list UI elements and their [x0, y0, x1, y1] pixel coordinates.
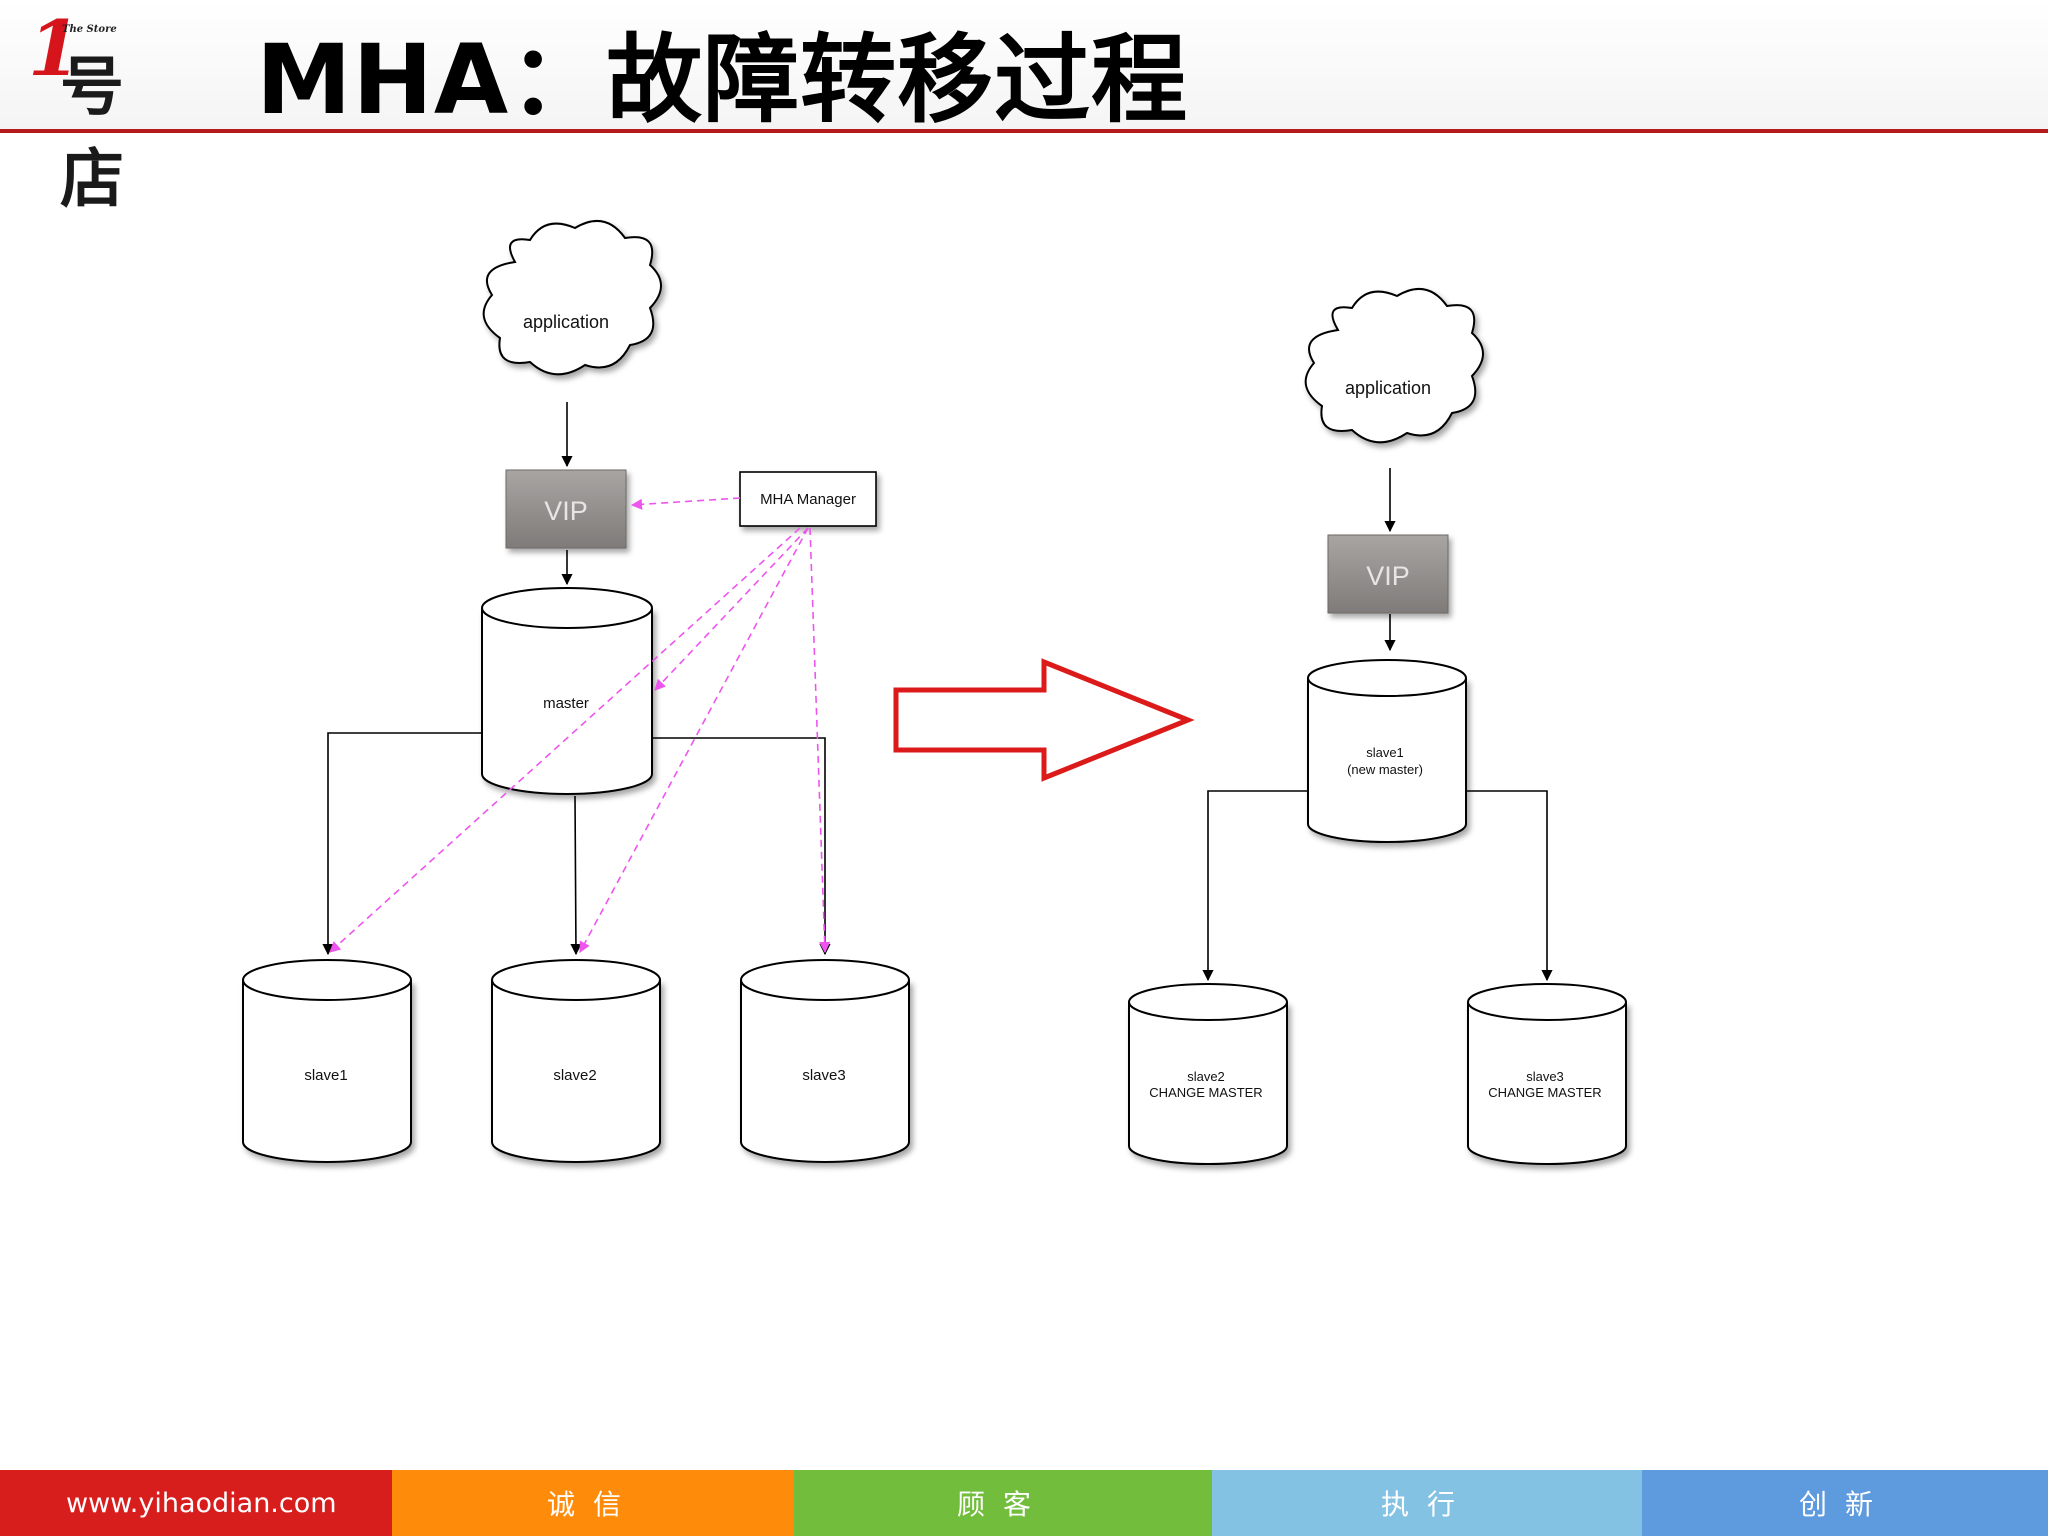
- mha-manager-box: MHA Manager: [739, 471, 877, 527]
- mha-manager-label: MHA Manager: [760, 491, 856, 508]
- new-master-role: (new master): [1347, 762, 1423, 777]
- vip-label-after: VIP: [1366, 561, 1410, 591]
- master-db: master: [481, 587, 653, 795]
- transition-arrow: [893, 658, 1195, 782]
- slave3-after-name: slave3: [1526, 1069, 1564, 1084]
- logo-tagline: The Store: [62, 24, 117, 35]
- application-cloud: application: [482, 219, 662, 376]
- slave2-after-action: CHANGE MASTER: [1149, 1085, 1262, 1100]
- footer-value-customer: 顾客: [794, 1470, 1212, 1536]
- after-failover-topology: application VIP slave1 (new master) slav…: [1128, 287, 1627, 1165]
- footer-bar: www.yihaodian.com 诚信 顾客 执行 创新: [0, 1470, 2048, 1536]
- master-label: master: [543, 695, 589, 712]
- slave3-db-after: slave3 CHANGE MASTER: [1467, 983, 1627, 1165]
- footer-value-innovation: 创新: [1642, 1470, 2048, 1536]
- store-logo[interactable]: 1 The Store 号店: [22, 4, 162, 217]
- logo-number: 1: [28, 4, 81, 93]
- application-cloud-after: application: [1304, 287, 1484, 444]
- logo-text: 号店: [60, 51, 124, 217]
- application-label: application: [523, 312, 609, 332]
- slave1-label: slave1: [304, 1067, 347, 1084]
- header: 1 The Store 号店 MHA：故障转移过程: [0, 0, 2048, 217]
- failover-diagram: application VIP MHA Manager master slav: [242, 219, 1627, 1165]
- slave3-after-action: CHANGE MASTER: [1488, 1085, 1601, 1100]
- slide-title: MHA：故障转移过程: [256, 24, 1189, 136]
- slave2-after-name: slave2: [1187, 1069, 1225, 1084]
- application-label-after: application: [1345, 378, 1431, 398]
- manager-control-arrows: [329, 497, 831, 954]
- slave1-db: slave1: [242, 959, 412, 1163]
- slave2-db: slave2: [491, 959, 661, 1163]
- footer-website-link[interactable]: www.yihaodian.com: [0, 1470, 392, 1536]
- slave2-label: slave2: [553, 1067, 596, 1084]
- slave2-db-after: slave2 CHANGE MASTER: [1128, 983, 1288, 1165]
- new-master-db: slave1 (new master): [1307, 659, 1467, 843]
- footer-value-integrity: 诚信: [392, 1470, 794, 1536]
- slave3-db: slave3: [740, 959, 910, 1163]
- footer-value-execution: 执行: [1212, 1470, 1642, 1536]
- before-failover-topology: application VIP MHA Manager master slav: [242, 219, 910, 1163]
- vip-box: VIP: [505, 469, 627, 549]
- slave3-label: slave3: [802, 1067, 845, 1084]
- vip-box-after: VIP: [1327, 534, 1449, 614]
- vip-label: VIP: [544, 496, 588, 526]
- new-master-name: slave1: [1366, 745, 1404, 760]
- header-divider: [0, 129, 2048, 133]
